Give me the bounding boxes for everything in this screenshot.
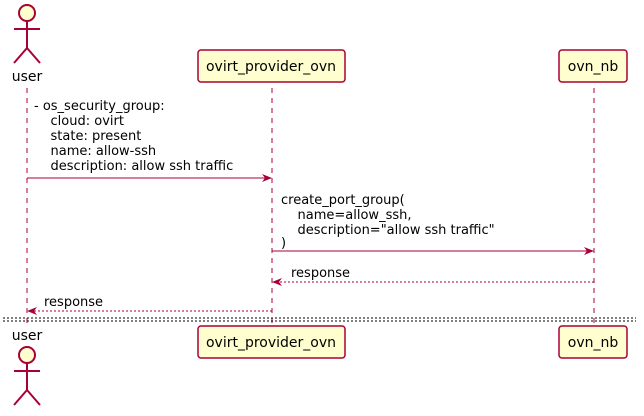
participant-box-nb-top — [558, 49, 628, 83]
message-2-line-2: name=allow_ssh, — [281, 208, 411, 223]
participant-label-user-top: user — [12, 69, 43, 85]
message-1-label: - os_security_group: cloud: ovirt state:… — [34, 99, 233, 174]
message-1-line-3: state: present — [34, 129, 141, 144]
actor-user-top — [13, 4, 41, 64]
message-2-line-1: create_port_group( — [281, 193, 405, 208]
message-2-line-4: ) — [281, 236, 286, 251]
participant-label-user-bottom: user — [12, 328, 43, 344]
participant-box-provider-top — [197, 49, 346, 83]
participant-label-nb-bottom: ovn_nb — [568, 335, 619, 351]
message-1-line-2: cloud: ovirt — [34, 114, 124, 129]
participant-label-nb-top: ovn_nb — [568, 59, 619, 75]
message-2-label: create_port_group( name=allow_ssh, descr… — [281, 193, 495, 251]
participant-label-provider-top: ovirt_provider_ovn — [206, 59, 336, 75]
participant-box-provider-bottom — [197, 325, 346, 359]
message-1-line-4: name: allow-ssh — [34, 144, 156, 159]
participant-box-nb-bottom — [558, 325, 628, 359]
message-2-line-3: description="allow ssh traffic" — [281, 223, 495, 238]
message-1-line-1: - os_security_group: — [34, 99, 165, 114]
message-1-line-5: description: allow ssh traffic — [34, 159, 233, 174]
participant-label-provider-bottom: ovirt_provider_ovn — [206, 335, 336, 351]
message-3-label: response — [291, 266, 350, 281]
message-4-label: response — [44, 295, 103, 310]
actor-user-bottom — [13, 346, 41, 406]
